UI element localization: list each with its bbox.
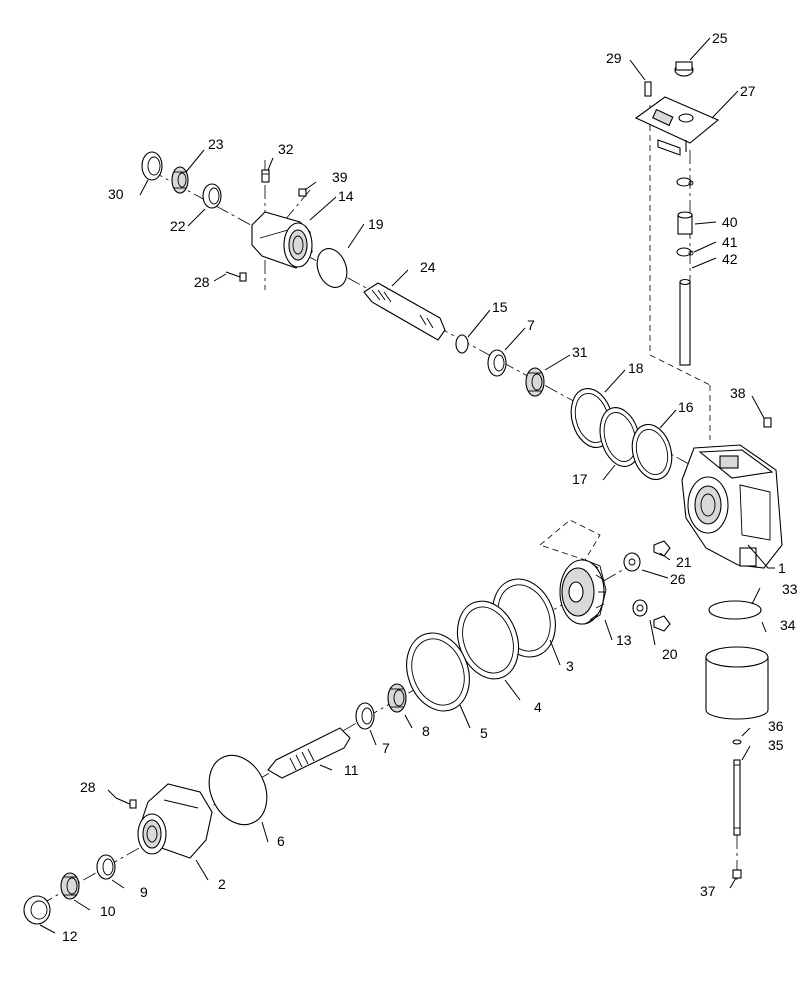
callout-20: 20 — [662, 646, 678, 662]
part-35-rod — [733, 759, 741, 836]
callout-15: 15 — [492, 299, 508, 315]
callout-38: 38 — [730, 385, 746, 401]
callout-leaders — [39, 37, 775, 934]
callout-28-lower: 28 — [80, 779, 96, 795]
callout-28-upper: 28 — [194, 274, 210, 290]
part-28-bolt-upper — [225, 271, 247, 282]
part-29-screw — [644, 81, 652, 97]
callout-9: 9 — [140, 884, 148, 900]
callout-labels: 30 23 22 32 39 14 19 24 28 15 7 31 18 16… — [62, 30, 798, 944]
part-31-bearing-cone-upper — [525, 367, 545, 397]
callout-16: 16 — [678, 399, 694, 415]
callout-14: 14 — [338, 188, 354, 204]
callout-39: 39 — [332, 169, 348, 185]
part-21-nut — [653, 540, 671, 557]
callout-29: 29 — [606, 50, 622, 66]
part-9-bearing-cup-lower — [96, 854, 116, 880]
part-11-output-shaft — [267, 727, 351, 779]
part-10-bearing-cone-lower — [60, 872, 80, 900]
callout-22: 22 — [170, 218, 186, 234]
center-lines — [39, 105, 738, 906]
part-5-gasket — [406, 632, 470, 712]
part-8-bearing-cone-lower — [387, 683, 407, 713]
callout-7-lower: 7 — [382, 740, 390, 756]
part-14-bearing-housing — [251, 211, 313, 269]
part-23-bearing-cone — [171, 166, 189, 194]
callout-40: 40 — [722, 214, 738, 230]
callout-5: 5 — [480, 725, 488, 741]
part-38-plug — [763, 417, 772, 428]
callout-25: 25 — [712, 30, 728, 46]
callout-34: 34 — [780, 617, 796, 633]
callout-23: 23 — [208, 136, 224, 152]
callout-35: 35 — [768, 737, 784, 753]
part-26-washer — [623, 552, 641, 572]
callout-11: 11 — [344, 762, 359, 778]
callout-8: 8 — [422, 723, 430, 739]
callout-19: 19 — [368, 216, 384, 232]
callout-31: 31 — [572, 344, 588, 360]
callout-24: 24 — [420, 259, 436, 275]
callout-42: 42 — [722, 251, 738, 267]
callout-1: 1 — [778, 560, 786, 576]
part-28-bolt-lower — [115, 797, 137, 809]
part-40-coupler — [677, 211, 693, 235]
part-36-washer — [732, 739, 742, 745]
part-13-bevel-gear — [559, 559, 607, 625]
callout-27: 27 — [740, 83, 756, 99]
part-16-gasket — [631, 423, 673, 481]
callout-17: 17 — [572, 471, 588, 487]
callout-10: 10 — [100, 903, 116, 919]
callout-12: 12 — [62, 928, 78, 944]
part-41-clip — [676, 247, 694, 257]
part-12-seal — [23, 895, 51, 925]
callout-30: 30 — [108, 186, 124, 202]
part-41-clip-upper — [676, 177, 694, 187]
part-22-bearing-cup — [202, 183, 222, 209]
part-17-gasket — [599, 407, 641, 467]
callout-6: 6 — [277, 833, 285, 849]
callout-4: 4 — [534, 699, 542, 715]
part-27-cover-plate — [634, 96, 720, 156]
part-2-flange-housing — [137, 783, 213, 859]
part-42-shaft — [679, 278, 691, 366]
part-25-cap — [674, 61, 694, 77]
callout-26: 26 — [670, 571, 686, 587]
part-1-gearbox-housing — [681, 444, 783, 569]
part-15-snap-ring — [455, 334, 469, 354]
callout-13: 13 — [616, 632, 632, 648]
callout-21: 21 — [676, 554, 692, 570]
part-37-nut — [732, 869, 742, 879]
callout-2: 2 — [218, 876, 226, 892]
part-32-fitting — [261, 169, 270, 183]
callout-32: 32 — [278, 141, 294, 157]
part-6-o-ring — [208, 754, 268, 826]
part-33-o-ring — [708, 600, 762, 620]
callout-37: 37 — [700, 883, 716, 899]
part-39-plug — [298, 188, 307, 197]
part-19-o-ring — [316, 248, 348, 288]
part-20-nut — [653, 615, 671, 632]
callout-41: 41 — [722, 234, 738, 250]
callout-33: 33 — [782, 581, 798, 597]
part-20-washer — [632, 599, 648, 617]
part-7-bearing-cup-upper — [487, 349, 507, 377]
callout-3: 3 — [566, 658, 574, 674]
callout-7-upper: 7 — [527, 317, 535, 333]
callout-36: 36 — [768, 718, 784, 734]
part-24-pinion-shaft — [363, 282, 446, 341]
part-7-bearing-cup-lower — [355, 702, 375, 730]
part-30-seal — [141, 151, 163, 181]
part-34-filter-canister — [705, 646, 769, 720]
callout-18: 18 — [628, 360, 644, 376]
